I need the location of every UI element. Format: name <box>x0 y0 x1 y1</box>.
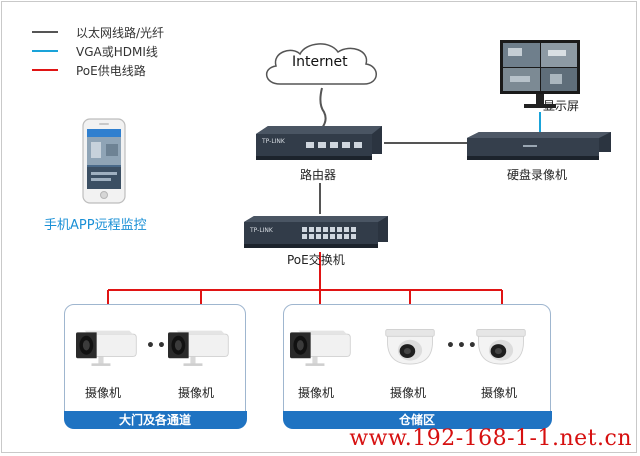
camera-label: 摄像机 <box>85 386 122 400</box>
legend-label-vga: VGA或HDMI线 <box>76 45 158 59</box>
legend-line-vga <box>32 50 58 52</box>
smartphone-icon <box>82 118 126 204</box>
poe-switch-icon <box>244 216 388 248</box>
bullet-camera-icon <box>290 330 351 367</box>
legend-line-poe <box>32 69 58 71</box>
legend-line-ethernet <box>32 31 58 33</box>
legend-label-poe: PoE供电线路 <box>76 64 146 78</box>
switch-brand: TP-LINK <box>250 227 273 234</box>
legend-label-ethernet: 以太网线路/光纤 <box>76 26 165 40</box>
dome-camera-icon <box>476 328 526 365</box>
zone-gates-title: 大门及各通道 <box>63 410 247 429</box>
zone-warehouse: 仓储区 <box>282 304 552 429</box>
zone-gates: 大门及各通道 <box>63 304 247 429</box>
monitor-label: 显示屏 <box>543 99 580 113</box>
camera-label: 摄像机 <box>298 386 335 400</box>
nvr-icon <box>467 132 611 160</box>
monitor-icon <box>500 40 580 108</box>
ellipsis-right: ••• <box>446 338 479 354</box>
router-icon <box>256 126 382 160</box>
internet-cloud-icon <box>266 43 377 85</box>
router-label: 路由器 <box>300 168 337 182</box>
internet-label: Internet <box>292 54 348 70</box>
camera-label: 摄像机 <box>390 386 427 400</box>
bullet-camera-icon <box>76 330 137 367</box>
dome-camera-icon <box>385 328 435 365</box>
router-brand: TP-LINK <box>262 138 285 145</box>
nvr-label: 硬盘录像机 <box>507 168 568 182</box>
camera-label: 摄像机 <box>481 386 518 400</box>
switch-label: PoE交换机 <box>287 253 345 267</box>
bullet-camera-icon <box>168 330 229 367</box>
phone-label: 手机APP远程监控 <box>44 218 147 233</box>
watermark: www.192-168-1-1.net.cn <box>349 426 632 451</box>
zone-warehouse-title: 仓储区 <box>282 410 552 429</box>
link-internet-router <box>319 87 327 129</box>
camera-label: 摄像机 <box>178 386 215 400</box>
